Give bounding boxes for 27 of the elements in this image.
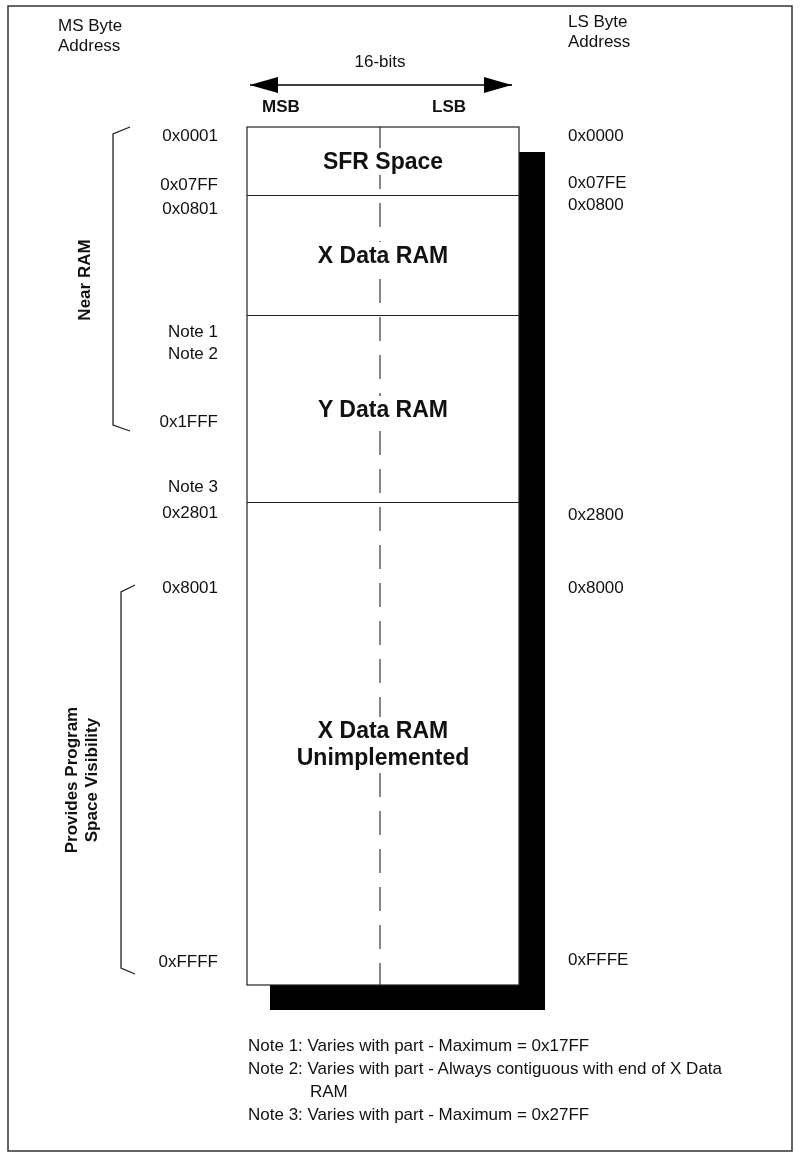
footnote: Note 1: Varies with part - Maximum = 0x17FF [248, 1035, 591, 1057]
footnote: Note 2: Varies with part - Always contiguous with end of X Data RAM [248, 1058, 724, 1103]
address-label: 0x2801 [162, 503, 218, 523]
address-label: 0xFFFE [568, 950, 629, 970]
bit-label: MSB [262, 97, 300, 117]
footnote: Note 3: Varies with part - Maximum = 0x27FF [248, 1104, 591, 1126]
note-reference: Note 1 [167, 322, 218, 342]
column-heading: LS Byte Address [568, 12, 632, 52]
region-label: SFR Space [320, 147, 446, 175]
address-label: 0x1FFF [159, 412, 218, 432]
bit-label: LSB [432, 97, 466, 117]
address-label: 0x0001 [162, 126, 218, 146]
address-label: 0xFFFF [158, 952, 218, 972]
bracket-label: Provides Program Space Visibility [62, 705, 102, 856]
note-reference: Note 2 [167, 344, 218, 364]
address-label: 0x8001 [162, 578, 218, 598]
address-label: 0x07FE [568, 173, 627, 193]
address-label: 0x07FF [160, 175, 218, 195]
address-label: 0x0800 [568, 195, 624, 215]
column-heading: MS Byte Address [58, 16, 124, 56]
address-label: 0x0000 [568, 126, 624, 146]
note-reference: Note 3 [167, 477, 218, 497]
bracket-label: Near RAM [75, 239, 95, 321]
bit-width-label: 16-bits [354, 52, 406, 72]
address-label: 0x2800 [568, 505, 624, 525]
address-label: 0x0801 [162, 199, 218, 219]
address-label: 0x8000 [568, 578, 624, 598]
